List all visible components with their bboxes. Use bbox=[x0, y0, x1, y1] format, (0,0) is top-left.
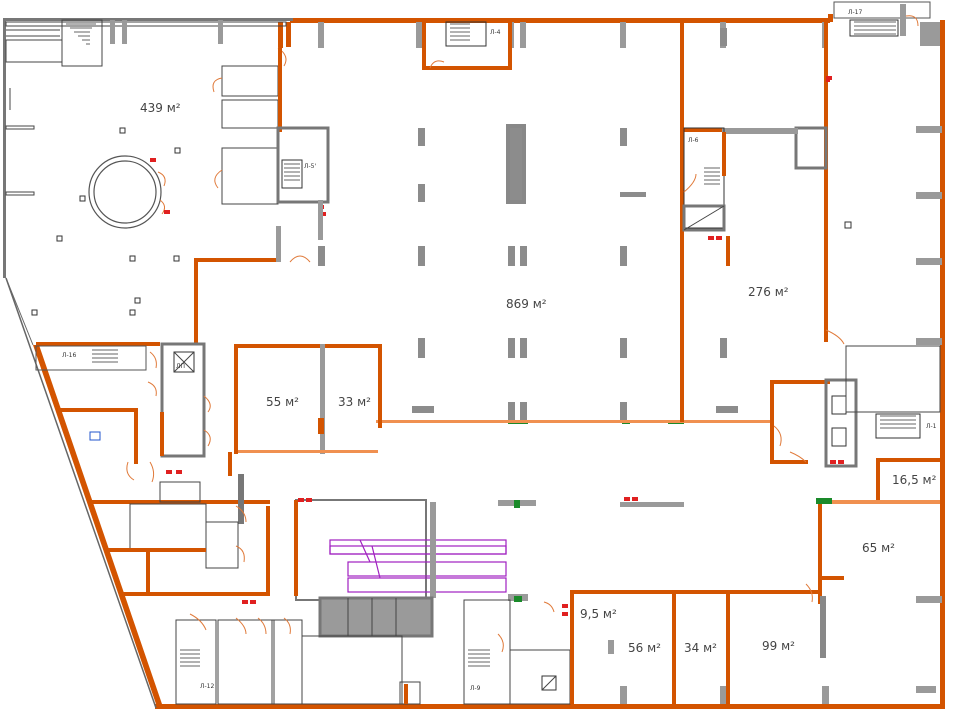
svg-text:ЛП: ЛП bbox=[176, 363, 185, 370]
area-439: 439 м² bbox=[140, 101, 181, 115]
stair-l5: Л-5' bbox=[276, 126, 330, 263]
svg-text:Л-1: Л-1 bbox=[926, 423, 937, 430]
escalator-atrium bbox=[242, 497, 684, 604]
left-lower-rooms bbox=[56, 408, 270, 596]
area-55: 55 м² bbox=[266, 395, 299, 409]
outer-walls bbox=[3, 14, 945, 709]
area-9-5: 9,5 м² bbox=[580, 607, 617, 621]
svg-text:Л-9: Л-9 bbox=[470, 685, 481, 692]
area-276: 276 м² bbox=[748, 285, 789, 299]
bottom-rooms: Л-12 Л-9 9,5 м² 56 м² 34 м² 99 м² bbox=[175, 500, 826, 705]
svg-text:Л-4: Л-4 bbox=[490, 29, 501, 36]
main-hall: Л-4 869 м² bbox=[318, 21, 828, 424]
right-lower-block: Л-1 16,5 м² 65 м² bbox=[770, 345, 941, 580]
area-33: 33 м² bbox=[338, 395, 371, 409]
area-56: 56 м² bbox=[628, 641, 661, 655]
area-34: 34 м² bbox=[684, 641, 717, 655]
stair-l16: Л-16 bbox=[35, 345, 147, 371]
shop-276: Л-6 276 м² bbox=[680, 22, 852, 422]
svg-text:Л-16: Л-16 bbox=[62, 352, 76, 359]
svg-text:Л-12: Л-12 bbox=[200, 683, 214, 690]
area-99: 99 м² bbox=[762, 639, 795, 653]
left-wing bbox=[5, 19, 287, 346]
area-16-5: 16,5 м² bbox=[892, 473, 937, 487]
svg-text:Л-6: Л-6 bbox=[688, 137, 699, 144]
svg-text:Л-17: Л-17 bbox=[848, 9, 862, 16]
area-869: 869 м² bbox=[506, 297, 547, 311]
area-65: 65 м² bbox=[862, 541, 895, 555]
right-columns: Л-17 bbox=[620, 1, 942, 704]
svg-text:Л-5': Л-5' bbox=[304, 163, 316, 170]
rooms-55-33: 55 м² 33 м² ЛП bbox=[147, 342, 382, 458]
